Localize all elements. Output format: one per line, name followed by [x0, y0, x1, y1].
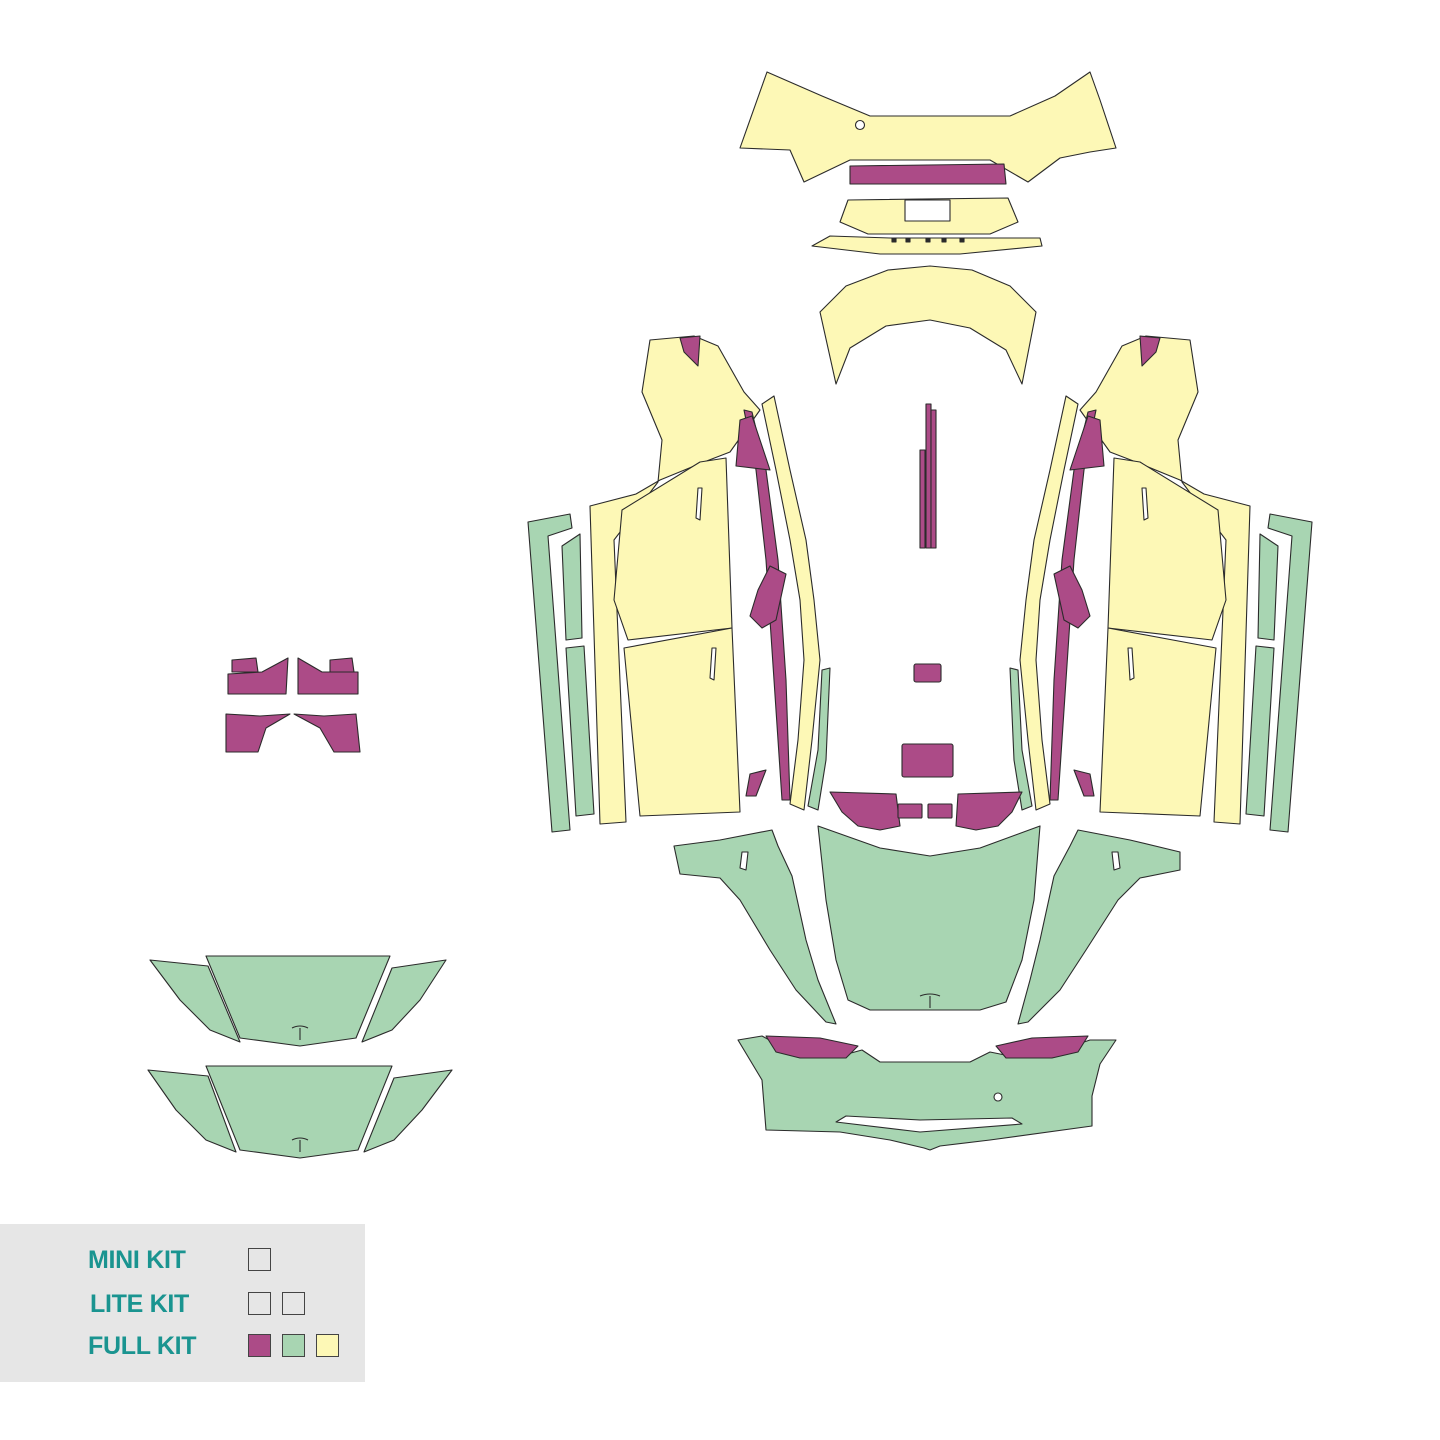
kit-legend: MINI KIT LITE KIT FULL KIT — [0, 1224, 365, 1382]
rear-bumper-top-piece — [739, 71, 1117, 183]
hood-alt-right-wing-2 — [363, 1069, 453, 1153]
left-mirror-patch — [749, 565, 787, 629]
center-trim-strip-b — [919, 449, 926, 549]
left-taillight-notch — [679, 335, 701, 367]
door-cup-upper-left-wide — [227, 657, 289, 695]
legend-label-lite-kit: LITE KIT — [90, 1290, 189, 1318]
right-lower-patch — [1073, 769, 1095, 797]
left-lower-patch — [745, 769, 767, 797]
left-a-pillar-strip — [807, 667, 831, 811]
hood-alt-left-wing-2 — [147, 1069, 237, 1153]
front-bumper-grille-slot — [835, 1115, 1023, 1133]
hood-tesla-logo — [919, 993, 941, 1008]
trunk-badge-cutouts — [891, 237, 965, 243]
left-rocker-strip — [761, 395, 821, 811]
left-side-strip-lower — [565, 645, 595, 817]
center-trim-strip-a — [925, 403, 932, 549]
hood-alt-tesla-logo-1 — [291, 1025, 309, 1040]
hood-piece — [817, 825, 1041, 1011]
right-handle-outer — [1069, 415, 1105, 471]
center-small-patch — [913, 663, 942, 683]
legend-swatch-empty — [282, 1292, 305, 1315]
rear-sensor-hole — [854, 119, 866, 131]
badge-letter — [959, 237, 965, 243]
left-fog-light-patch — [765, 1035, 859, 1059]
legend-swatch-empty — [248, 1292, 271, 1315]
right-side-strip-upper — [1257, 533, 1279, 641]
right-fog-light-patch — [995, 1035, 1089, 1059]
tesla-logo-marks — [291, 993, 941, 1152]
left-front-fender — [673, 829, 837, 1025]
door-cup-upper-right-wide — [297, 657, 359, 695]
right-taillight-notch — [1139, 335, 1161, 367]
right-door-handle-slot-2 — [1127, 647, 1135, 681]
hood-alt-tesla-logo-2 — [291, 1137, 309, 1152]
right-rocker-strip — [1019, 395, 1079, 811]
door-cup-upper-right — [329, 657, 355, 673]
hood-alt-right-wing-1 — [361, 959, 447, 1043]
right-fender-slot — [1111, 851, 1121, 871]
door-cup-upper-left — [231, 657, 259, 673]
legend-row-mini-kit: MINI KIT — [0, 1245, 365, 1275]
magenta-film-pieces — [225, 163, 1161, 1059]
right-side-strip-lower — [1245, 645, 1275, 817]
left-fender-slot — [739, 851, 749, 871]
green-film-pieces — [147, 513, 1313, 1159]
center-trim-strip-c — [930, 409, 937, 549]
hood-alt-center-1 — [205, 955, 391, 1047]
left-rear-rocker-green — [527, 513, 573, 833]
badge-letter — [905, 237, 911, 243]
left-handle-outer — [735, 415, 771, 471]
right-front-fender — [1017, 829, 1181, 1025]
left-headlight-cluster — [829, 791, 901, 831]
badge-letter — [891, 237, 897, 243]
right-mirror-patch — [1053, 565, 1091, 629]
hood-alt-left-wing-1 — [149, 959, 241, 1043]
right-rear-door — [1107, 457, 1227, 641]
badge-letter — [925, 237, 931, 243]
door-cup-lower-right — [293, 713, 361, 753]
center-sensor-patch-right — [927, 803, 953, 819]
center-sensor-patch-left — [897, 803, 923, 819]
rear-bumper-strip — [849, 163, 1007, 185]
right-front-door — [1099, 627, 1217, 817]
right-quarter-panel — [1079, 335, 1251, 825]
front-bumper-piece — [737, 1035, 1117, 1151]
right-door-handle-slot-1 — [1141, 487, 1149, 521]
legend-row-lite-kit: LITE KIT — [0, 1289, 365, 1319]
legend-swatch-magenta — [248, 1334, 271, 1357]
hood-alt-center-2 — [205, 1065, 393, 1159]
left-door-handle-slot-1 — [695, 487, 703, 521]
yellow-film-pieces — [589, 71, 1251, 825]
left-side-strip-upper — [561, 533, 583, 641]
legend-swatch-yellow — [316, 1334, 339, 1357]
legend-label-full-kit: FULL KIT — [88, 1332, 197, 1360]
right-a-pillar-strip — [1009, 667, 1033, 811]
legend-swatch-green — [282, 1334, 305, 1357]
left-rear-door — [613, 457, 733, 641]
badge-letter — [941, 237, 947, 243]
cutout-details — [695, 119, 1149, 1133]
left-quarter-panel — [589, 335, 761, 825]
legend-label-mini-kit: MINI KIT — [88, 1246, 186, 1274]
front-sensor-hole — [993, 1092, 1003, 1102]
trunk-lip-strip — [811, 235, 1043, 255]
license-plate-cutout — [904, 199, 951, 222]
door-cup-lower-left — [225, 713, 291, 753]
right-rear-rocker-green — [1267, 513, 1313, 833]
rear-window-arch-piece — [819, 265, 1037, 385]
left-door-handle-slot-2 — [709, 647, 717, 681]
left-front-door — [623, 627, 741, 817]
center-large-patch — [901, 743, 954, 778]
legend-swatch-empty — [248, 1248, 271, 1271]
right-headlight-cluster — [955, 791, 1023, 831]
legend-row-full-kit: FULL KIT — [0, 1331, 365, 1361]
